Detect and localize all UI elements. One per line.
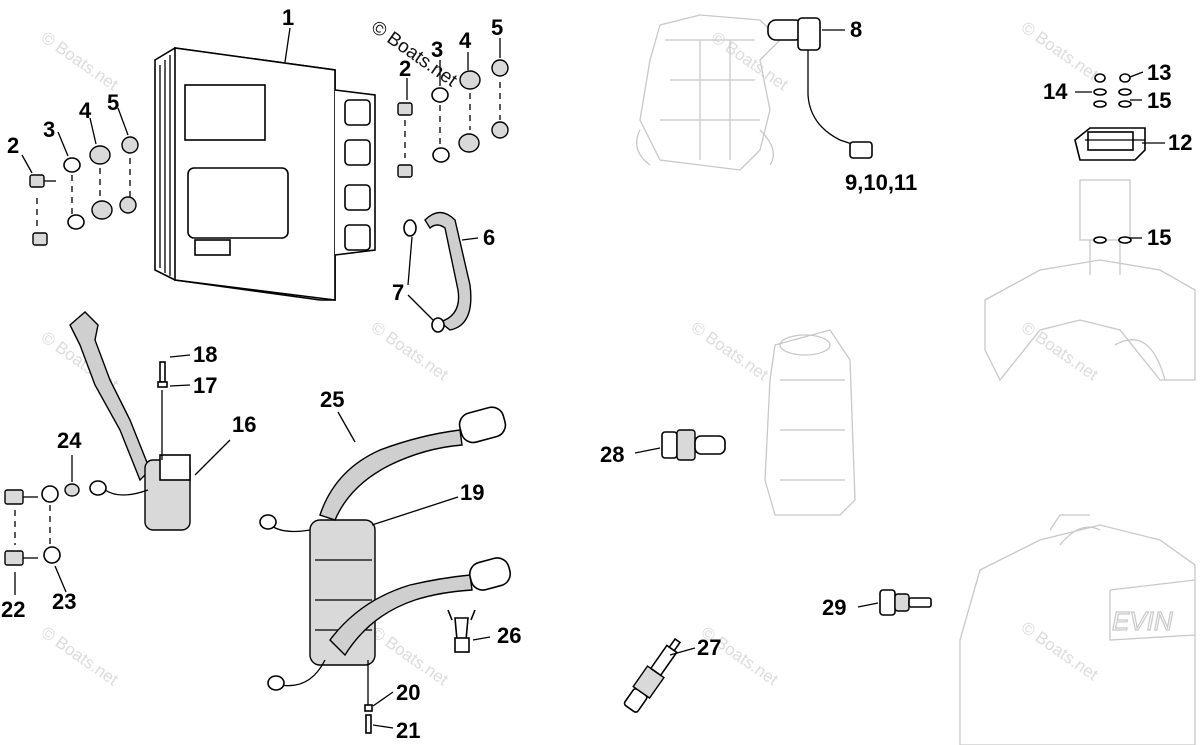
callout-3: 3	[43, 117, 55, 142]
top-right-module	[1074, 73, 1146, 244]
ignition-coil-left	[69, 311, 191, 531]
flywheel-cover-ghost: EVIN	[959, 514, 1196, 745]
watermark-overlay: © Boats.net	[367, 17, 461, 92]
stud-top	[157, 361, 168, 460]
hardware-stack-right	[397, 59, 509, 178]
temperature-sensor	[661, 429, 726, 461]
callout-24: 24	[57, 428, 82, 453]
callout-16: 16	[232, 412, 256, 437]
callout-13: 13	[1147, 60, 1171, 85]
watermark: © Boats.net	[38, 623, 122, 690]
watermark: © Boats.net	[1018, 18, 1102, 85]
ignition-coil-pack	[259, 514, 376, 691]
brand-decal: EVIN	[1112, 606, 1173, 636]
ecm-module	[154, 47, 376, 301]
callout-18: 18	[193, 342, 217, 367]
callout-2: 2	[399, 56, 411, 81]
leader-lines	[14, 27, 1165, 729]
callout-25: 25	[320, 387, 344, 412]
callout-26: 26	[497, 623, 521, 648]
callout-20: 20	[396, 680, 420, 705]
watermark: © Boats.net	[38, 28, 122, 95]
hose-assembly	[403, 211, 472, 333]
callout-5: 5	[491, 15, 503, 40]
callout-15: 15	[1147, 88, 1171, 113]
callout-1: 1	[282, 5, 294, 30]
callout-28: 28	[600, 442, 624, 467]
callout-7: 7	[392, 280, 404, 305]
hardware-stack-left	[29, 136, 139, 246]
callout-4: 4	[79, 98, 92, 123]
callout-9-10-11: 9,10,11	[845, 170, 917, 195]
callout-27: 27	[697, 635, 721, 660]
flange-sensor	[879, 589, 932, 616]
watermark: © Boats.net	[688, 318, 772, 385]
callout-3: 3	[431, 37, 443, 62]
callout-5: 5	[107, 90, 119, 115]
callout-23: 23	[52, 589, 76, 614]
callout-8: 8	[850, 17, 862, 42]
stud-bottom	[364, 660, 373, 734]
fasteners-lower-left	[4, 483, 80, 566]
callout-29: 29	[822, 595, 846, 620]
sensor-harness	[767, 17, 873, 159]
watermark: © Boats.net	[1018, 318, 1102, 385]
callout-21: 21	[396, 718, 420, 743]
callout-15: 15	[1147, 225, 1171, 250]
callout-2: 2	[7, 133, 19, 158]
coil-leads	[319, 406, 512, 657]
callout-labels: 1 2 3 4 5 2 3 4 5 6 7 8 9,10,11 12 13 14…	[1, 5, 1192, 743]
terminal-connector	[447, 609, 476, 653]
callout-19: 19	[460, 480, 484, 505]
engine-block-ghost-top	[636, 14, 781, 171]
callout-4: 4	[459, 28, 472, 53]
spark-plug	[623, 637, 682, 713]
callout-22: 22	[1, 597, 25, 622]
callout-14: 14	[1043, 79, 1068, 104]
callout-17: 17	[193, 373, 217, 398]
watermark: © Boats.net	[1018, 618, 1102, 685]
engine-block-ghost-right	[984, 179, 1196, 382]
cylinder-block-ghost	[764, 329, 856, 516]
callout-6: 6	[483, 225, 495, 250]
callout-12: 12	[1168, 130, 1192, 155]
